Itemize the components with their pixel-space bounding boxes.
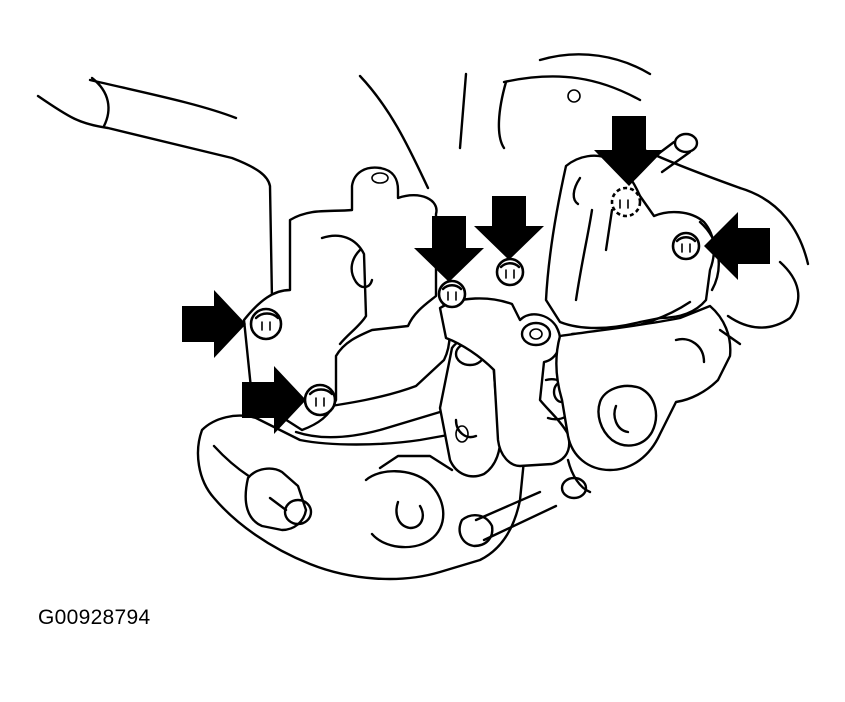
arrow-right-icon <box>182 290 246 358</box>
bolt-6 <box>671 231 701 261</box>
arrow-right-icon <box>242 366 306 434</box>
upper-hose-left <box>36 76 274 302</box>
left-fitting <box>244 467 313 532</box>
bolt-3 <box>437 279 467 309</box>
bolt-1 <box>249 307 283 341</box>
right-lower-block <box>555 304 742 500</box>
bolt-5 <box>610 186 642 218</box>
arrow-left-icon <box>704 212 770 280</box>
bolt-4 <box>495 257 525 287</box>
figure-id-label: G00928794 <box>38 606 151 629</box>
arrow-down-icon <box>474 196 544 260</box>
arrow-down-icon <box>414 216 484 282</box>
bolt-2 <box>303 383 337 417</box>
arrow-down-icon <box>594 116 664 186</box>
lower-base <box>196 414 526 581</box>
